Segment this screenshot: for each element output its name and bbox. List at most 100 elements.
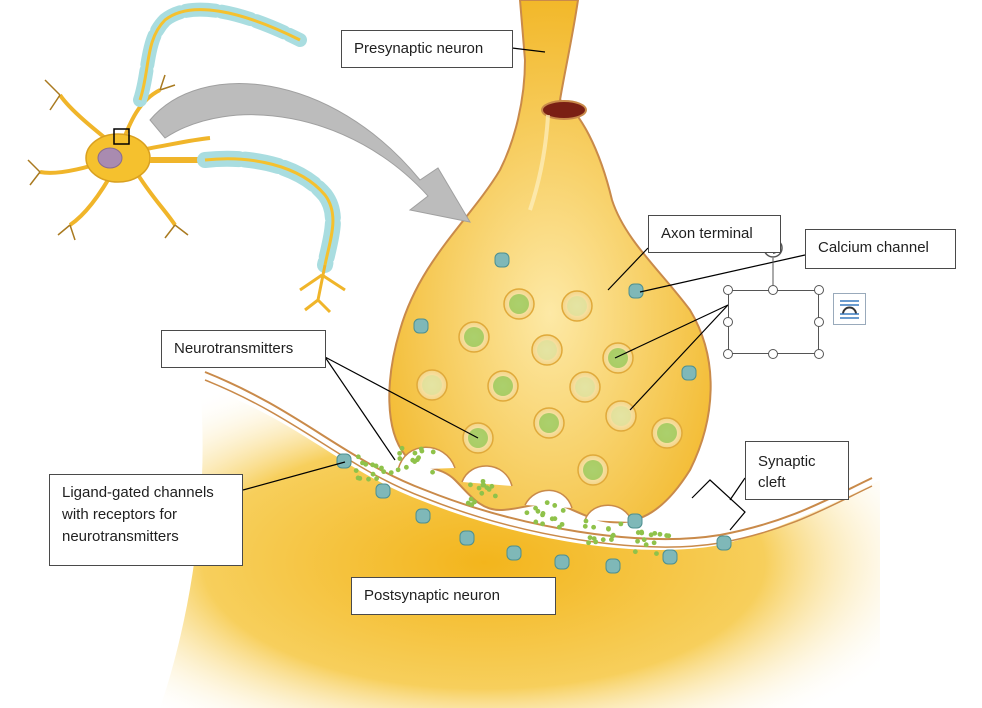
resize-handle-t[interactable] bbox=[768, 285, 778, 295]
transmitter-dot bbox=[639, 529, 644, 535]
resize-handle-bl[interactable] bbox=[723, 349, 733, 359]
resize-handle-tl[interactable] bbox=[723, 285, 733, 295]
transmitter-dot bbox=[524, 510, 530, 516]
transmitter-dot bbox=[635, 538, 640, 544]
ion-channel bbox=[628, 283, 644, 299]
transmitter-dot bbox=[366, 476, 371, 482]
transmitter-dot bbox=[654, 551, 659, 556]
ion-channel bbox=[506, 545, 522, 561]
transmitter-dot bbox=[643, 542, 649, 548]
transmitter-dot bbox=[479, 490, 485, 496]
transmitter-dot bbox=[415, 457, 420, 463]
transmitter-dot bbox=[540, 521, 545, 527]
vesicle-contents bbox=[493, 376, 513, 396]
label-axon-terminal: Axon terminal bbox=[648, 215, 781, 253]
layout-options-icon[interactable] bbox=[833, 293, 866, 325]
transmitter-dot bbox=[353, 468, 359, 474]
transmitter-dot bbox=[395, 467, 401, 473]
transmitter-dot bbox=[476, 485, 482, 491]
transmitter-dot bbox=[412, 450, 418, 456]
transmitter-dot bbox=[664, 533, 670, 538]
ligand-line-2: with receptors for bbox=[62, 506, 178, 523]
label-postsynaptic-neuron: Postsynaptic neuron bbox=[351, 577, 556, 615]
transmitter-dot bbox=[651, 540, 657, 546]
transmitter-dot bbox=[468, 496, 474, 502]
transmitter-dot bbox=[355, 454, 361, 460]
transmitter-dot bbox=[399, 445, 405, 451]
label-neurotransmitters: Neurotransmitters bbox=[161, 330, 326, 368]
synaptic-vesicles bbox=[416, 288, 683, 486]
transmitter-dot bbox=[419, 448, 425, 454]
transmitter-dot bbox=[388, 470, 394, 476]
transmitter-dot bbox=[648, 532, 654, 538]
resize-handle-br[interactable] bbox=[814, 349, 824, 359]
transmitter-dot bbox=[618, 521, 624, 527]
vesicle-contents bbox=[575, 377, 595, 397]
transmitter-dot bbox=[600, 537, 606, 543]
transmitter-dot bbox=[357, 475, 363, 481]
transmitter-dot bbox=[657, 531, 663, 537]
transmitter-dot bbox=[403, 464, 409, 470]
transmitter-dot bbox=[559, 521, 565, 527]
ion-channel bbox=[605, 558, 621, 574]
transmitter-dot bbox=[582, 523, 588, 529]
transmitter-dot bbox=[489, 483, 495, 489]
transmitter-dot bbox=[606, 526, 611, 532]
transmitter-dot bbox=[472, 499, 477, 505]
vesicle-contents bbox=[422, 375, 442, 395]
transmitter-dot bbox=[544, 500, 550, 506]
axon-opening bbox=[541, 100, 587, 120]
transmitter-dot bbox=[610, 532, 616, 538]
transmitter-dot bbox=[533, 519, 539, 525]
ion-channel bbox=[494, 252, 510, 268]
membrane-channels bbox=[336, 252, 732, 574]
ion-channel bbox=[554, 554, 570, 570]
resize-handle-r[interactable] bbox=[814, 317, 824, 327]
vesicle-contents bbox=[509, 294, 529, 314]
transmitter-dot bbox=[480, 478, 486, 484]
ligand-line-1: Ligand-gated channels bbox=[62, 484, 214, 501]
ion-channel bbox=[336, 453, 352, 469]
transmitter-dot bbox=[652, 530, 658, 536]
vesicle-contents bbox=[583, 460, 603, 480]
ion-channel bbox=[681, 365, 697, 381]
transmitter-dot bbox=[360, 460, 365, 466]
transmitter-dot bbox=[583, 518, 589, 524]
resize-handle-b[interactable] bbox=[768, 349, 778, 359]
label-calcium-channel: Calcium channel bbox=[805, 229, 956, 269]
released-neurotransmitters bbox=[353, 445, 672, 556]
transmitter-dot bbox=[591, 536, 597, 541]
zoom-arrow bbox=[149, 83, 472, 223]
vesicle-contents bbox=[608, 348, 628, 368]
label-synaptic-cleft: Synaptic cleft bbox=[745, 441, 849, 500]
transmitter-dot bbox=[486, 487, 492, 492]
transmitter-dot bbox=[535, 508, 541, 514]
transmitter-dot bbox=[373, 463, 379, 469]
transmitter-dot bbox=[540, 511, 546, 516]
transmitter-dot bbox=[410, 457, 416, 463]
leader-lines bbox=[242, 47, 806, 531]
transmitter-dot bbox=[560, 508, 566, 513]
ion-channel bbox=[375, 483, 391, 499]
ion-channel bbox=[716, 535, 732, 551]
synaptic-line-2: cleft bbox=[758, 474, 786, 491]
selected-textbox[interactable] bbox=[728, 290, 819, 354]
resize-handle-l[interactable] bbox=[723, 317, 733, 327]
transmitter-dot bbox=[492, 493, 498, 499]
transmitter-dot bbox=[397, 450, 403, 456]
ligand-line-3: neurotransmitters bbox=[62, 528, 179, 545]
resize-handle-tr[interactable] bbox=[814, 285, 824, 295]
ion-channel bbox=[459, 530, 475, 546]
transmitter-dot bbox=[591, 524, 597, 530]
vesicle-contents bbox=[657, 423, 677, 443]
vesicle-contents bbox=[537, 340, 557, 360]
transmitter-dot bbox=[481, 482, 487, 488]
neuron-overview bbox=[27, 2, 346, 314]
synaptic-line-1: Synaptic bbox=[758, 453, 816, 470]
ion-channel bbox=[662, 549, 678, 565]
transmitter-dot bbox=[430, 449, 436, 455]
postsynaptic-membrane bbox=[204, 371, 873, 540]
transmitter-dot bbox=[370, 471, 376, 477]
